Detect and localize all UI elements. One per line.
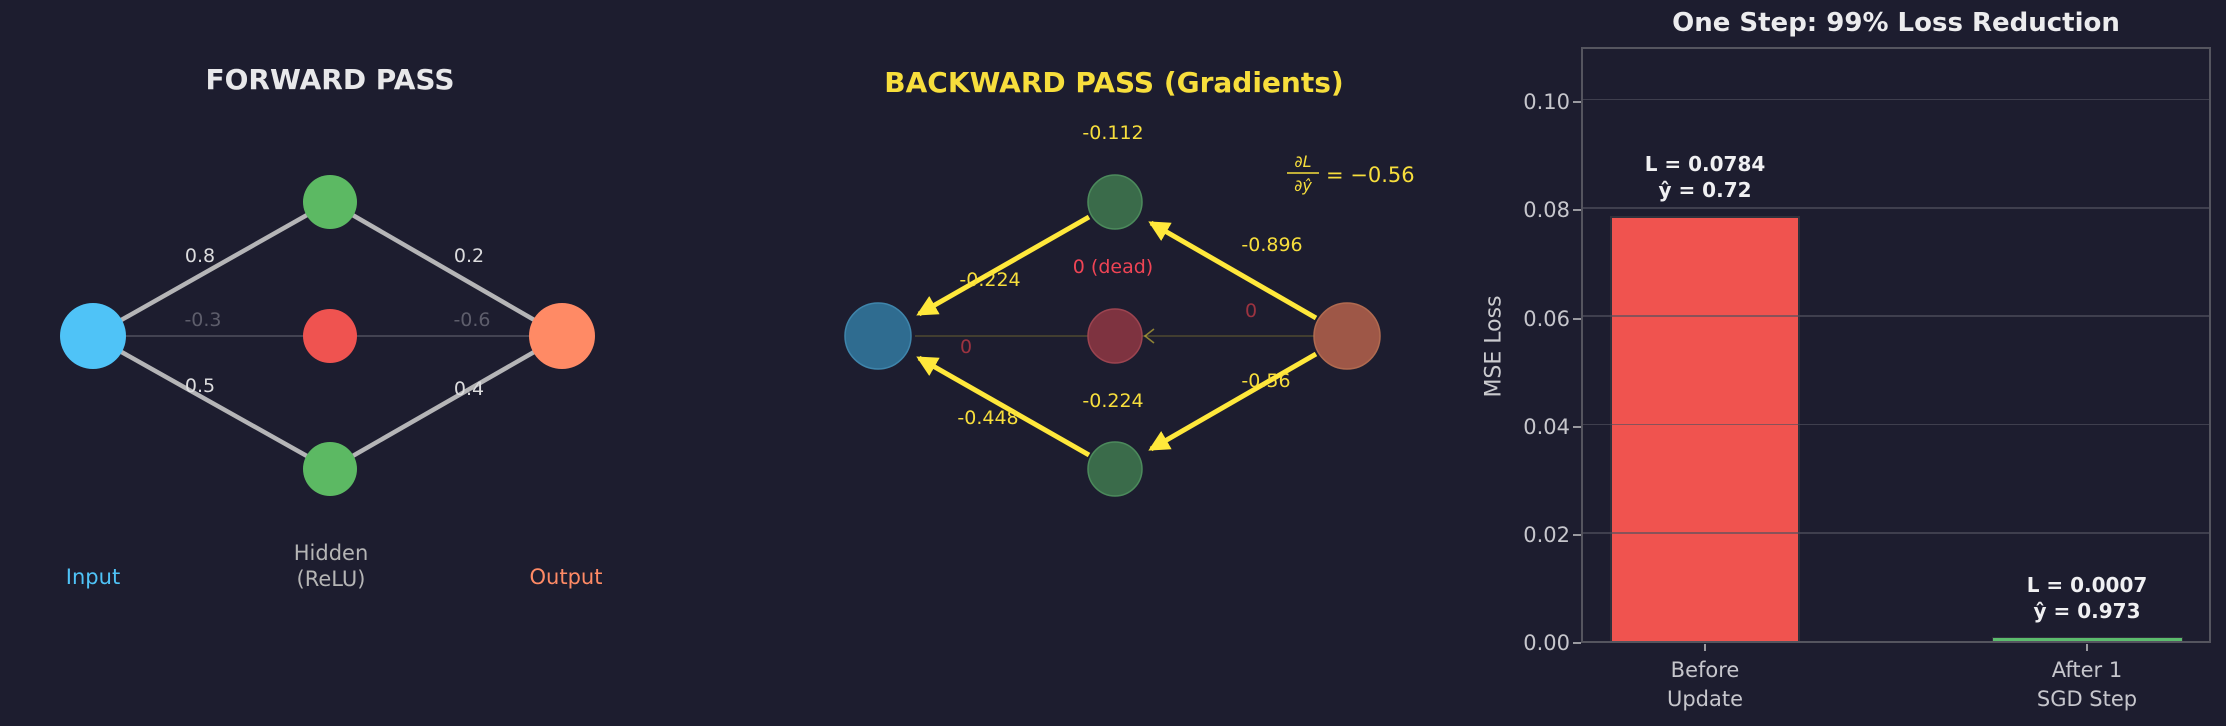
hidden-layer-label-line1: Hidden xyxy=(294,541,369,565)
annotation-yhat-line: ŷ = 0.973 xyxy=(2033,599,2141,623)
hidden-node-bottom xyxy=(303,442,357,496)
input-layer-label: Input xyxy=(66,565,120,589)
ytick-0.02: 0.02 xyxy=(1523,523,1570,547)
forward-pass-title: FORWARD PASS xyxy=(205,63,454,96)
weight-label-v1: 0.2 xyxy=(454,245,484,267)
ytick-0.10: 0.10 xyxy=(1523,90,1570,114)
weight-label-w3: 0.5 xyxy=(185,375,215,397)
forward-pass-panel: FORWARD PASS 0.8 -0.3 0.5 0.2 -0.6 0.4 I… xyxy=(60,63,603,591)
ytick-dash xyxy=(1573,426,1581,428)
xtick-line: After 1 xyxy=(2051,658,2123,682)
plot-area xyxy=(1581,47,2211,643)
grad-label-bottom-node: -0.224 xyxy=(1082,390,1143,412)
weight-label-w1: 0.8 xyxy=(185,245,215,267)
loss-chart-panel: One Step: 99% Loss Reduction MSE Loss 0.… xyxy=(1481,0,2226,726)
dead-path-arrowhead-icon xyxy=(1143,328,1155,344)
grad-label-out-to-bottom: -0.56 xyxy=(1241,370,1290,392)
grad-label-out-to-mid-zero: 0 xyxy=(1245,300,1257,322)
hidden-node-middle-dead-dim xyxy=(1087,308,1143,364)
chart-title: One Step: 99% Loss Reduction xyxy=(1672,8,2120,38)
ytick-0.04: 0.04 xyxy=(1523,415,1570,439)
annotation-loss-line: L = 0.0007 xyxy=(2026,573,2148,597)
weight-label-v3: 0.4 xyxy=(454,378,484,400)
grad-label-top-node: -0.112 xyxy=(1082,122,1143,144)
gridline-0.08 xyxy=(1583,207,2209,209)
xtick-label-before-update: Before Update xyxy=(1595,656,1815,714)
annotation-rhs: = −0.56 xyxy=(1326,163,1415,187)
xtick-line: Update xyxy=(1666,687,1744,711)
annotation-after-sgd-step: L = 0.0007 ŷ = 0.973 xyxy=(1967,572,2207,624)
input-node-dim xyxy=(844,302,912,370)
ytick-0.06: 0.06 xyxy=(1523,307,1570,331)
bar-after-sgd-step xyxy=(1992,637,2183,641)
annotation-loss-line: L = 0.0784 xyxy=(1644,152,1766,176)
gradient-arrow-output-to-hidden-top xyxy=(1148,220,1318,321)
gradient-arrow-hidden-top-to-input xyxy=(916,214,1091,317)
gridline-0.04 xyxy=(1583,423,2209,426)
edge-input-hidden-bottom xyxy=(91,334,332,471)
gradient-arrow-output-to-hidden-bottom xyxy=(1148,351,1318,452)
edge-hidden-bottom-output xyxy=(328,334,564,471)
backward-pass-panel: BACKWARD PASS (Gradients) -0.112 -0.896 … xyxy=(844,66,1415,497)
grad-label-out-to-top: -0.896 xyxy=(1241,234,1302,256)
annotation-before-update: L = 0.0784 ŷ = 0.72 xyxy=(1585,151,1825,203)
gridline-0.10 xyxy=(1583,98,2209,101)
gradient-arrow-hidden-bottom-to-input xyxy=(916,355,1091,458)
output-layer-label: Output xyxy=(530,565,603,589)
ytick-dash xyxy=(1573,209,1581,211)
xtick-dash-before xyxy=(1704,644,1706,651)
hidden-node-middle-dead xyxy=(303,309,357,363)
bar-before-update xyxy=(1610,216,1800,641)
annotation-denominator: ∂ŷ xyxy=(1294,176,1312,195)
weight-label-v2: -0.6 xyxy=(453,309,490,331)
ytick-dash xyxy=(1573,534,1581,536)
ytick-dash xyxy=(1573,642,1581,644)
grad-label-dead-node: 0 (dead) xyxy=(1073,256,1153,278)
output-node-dim xyxy=(1313,302,1381,370)
backward-pass-title: BACKWARD PASS (Gradients) xyxy=(884,66,1343,99)
gridline-0.06 xyxy=(1583,315,2209,317)
xtick-dash-after xyxy=(2086,644,2088,651)
y-axis-label: MSE Loss xyxy=(1481,295,1507,398)
annotation-numerator: ∂L xyxy=(1294,152,1311,171)
weight-label-w2: -0.3 xyxy=(184,309,221,331)
grad-label-mid-to-in-zero: 0 xyxy=(960,336,972,358)
grad-label-bottom-to-in: -0.448 xyxy=(957,407,1018,429)
xtick-line: Before xyxy=(1670,658,1740,682)
gridline-0.02 xyxy=(1583,532,2209,534)
ytick-0.00: 0.00 xyxy=(1523,631,1570,655)
input-node xyxy=(60,303,126,369)
output-node xyxy=(529,303,595,369)
hidden-node-bottom-dim xyxy=(1087,441,1143,497)
hidden-node-top xyxy=(303,175,357,229)
edge-hidden-top-output xyxy=(328,200,564,338)
xtick-line: SGD Step xyxy=(2036,687,2138,711)
ytick-dash xyxy=(1573,101,1581,103)
hidden-node-top-dim xyxy=(1087,174,1143,230)
edge-input-hidden-top xyxy=(91,200,332,338)
ytick-dash xyxy=(1573,318,1581,320)
loss-gradient-annotation: ∂L ∂ŷ = −0.56 xyxy=(1287,152,1415,195)
hidden-layer-label-line2: (ReLU) xyxy=(297,567,366,591)
grad-label-top-to-in: -0.224 xyxy=(959,269,1020,291)
annotation-yhat-line: ŷ = 0.72 xyxy=(1658,178,1752,202)
xtick-label-after-sgd-step: After 1 SGD Step xyxy=(1977,656,2197,714)
ytick-0.08: 0.08 xyxy=(1523,198,1570,222)
